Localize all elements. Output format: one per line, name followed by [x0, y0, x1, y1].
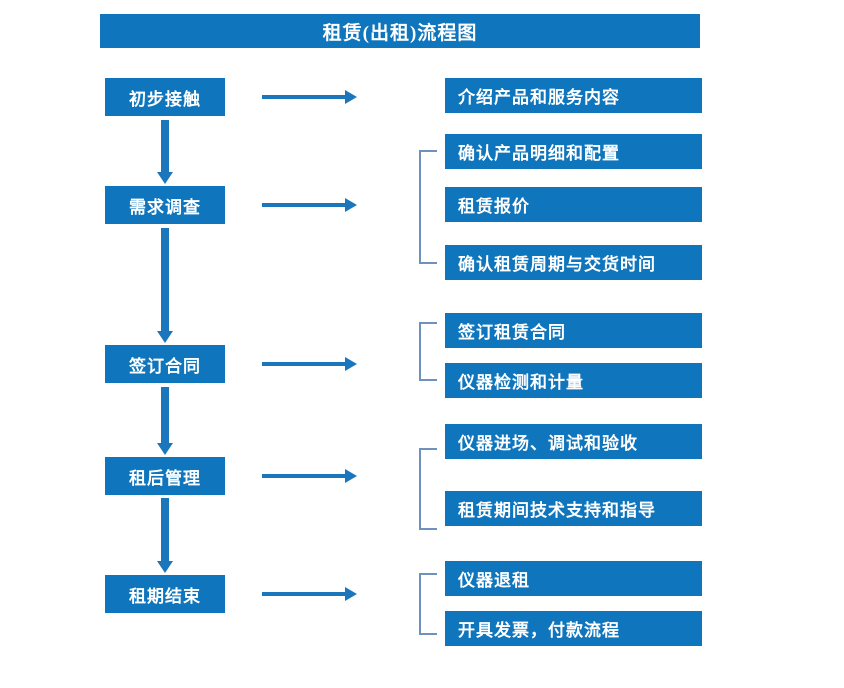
detail-box-4[interactable]: 确认租赁周期与交货时间: [445, 245, 702, 280]
detail-box-8[interactable]: 租赁期间技术支持和指导: [445, 491, 702, 526]
group-bracket-5: [419, 573, 437, 635]
flowchart-title: 租赁(出租)流程图: [100, 14, 700, 48]
detail-box-9[interactable]: 仪器退租: [445, 561, 702, 596]
detail-box-6[interactable]: 仪器检测和计量: [445, 363, 702, 398]
stage-box-5[interactable]: 租期结束: [105, 575, 225, 613]
detail-box-7[interactable]: 仪器进场、调试和验收: [445, 424, 702, 459]
detail-box-5[interactable]: 签订租赁合同: [445, 313, 702, 348]
group-bracket-3: [419, 322, 437, 381]
detail-box-10[interactable]: 开具发票，付款流程: [445, 611, 702, 646]
detail-box-1[interactable]: 介绍产品和服务内容: [445, 78, 702, 113]
stage-box-3[interactable]: 签订合同: [105, 345, 225, 383]
detail-box-2[interactable]: 确认产品明细和配置: [445, 134, 702, 169]
detail-box-3[interactable]: 租赁报价: [445, 187, 702, 222]
group-bracket-2: [419, 150, 437, 264]
stage-box-4[interactable]: 租后管理: [105, 457, 225, 495]
stage-box-2[interactable]: 需求调查: [105, 186, 225, 224]
stage-box-1[interactable]: 初步接触: [105, 78, 225, 116]
group-bracket-4: [419, 448, 437, 530]
